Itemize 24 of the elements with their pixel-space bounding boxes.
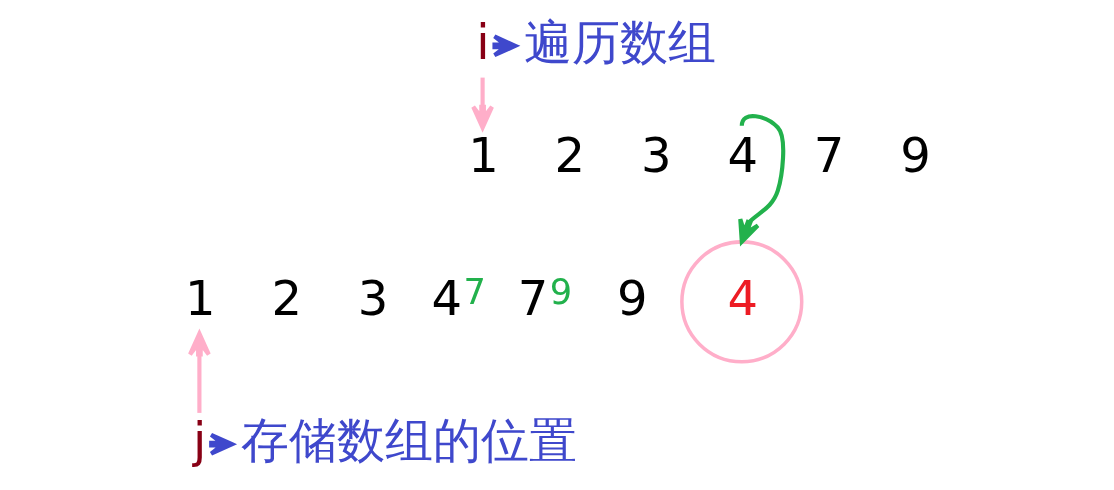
node-text: 遍历数组 bbox=[524, 13, 717, 70]
arrow bbox=[209, 432, 235, 456]
node-circle: 4 bbox=[680, 240, 804, 364]
node-text: 4 bbox=[727, 127, 758, 184]
arrow bbox=[492, 34, 518, 58]
node-text: 2 bbox=[271, 269, 302, 326]
node-text: 2 bbox=[554, 127, 586, 184]
arrow bbox=[738, 114, 786, 244]
node-text: 9 bbox=[617, 269, 648, 326]
node-text: 3 bbox=[641, 127, 672, 184]
node-text: j bbox=[193, 411, 207, 468]
arrow bbox=[187, 331, 211, 413]
node-text: 4 bbox=[431, 269, 462, 326]
node-label: 7 bbox=[463, 271, 486, 313]
node-label: 9 bbox=[549, 271, 573, 313]
node-text: 7 bbox=[517, 269, 549, 326]
node-text: 1 bbox=[185, 269, 216, 326]
arrow bbox=[471, 77, 495, 130]
node-text: 3 bbox=[357, 269, 389, 326]
node-text: 1 bbox=[468, 127, 499, 184]
node-text: 7 bbox=[813, 127, 845, 184]
node-text: 存储数组的位置 bbox=[241, 411, 577, 468]
node-text: i bbox=[476, 13, 490, 70]
node-text: 9 bbox=[900, 127, 931, 184]
